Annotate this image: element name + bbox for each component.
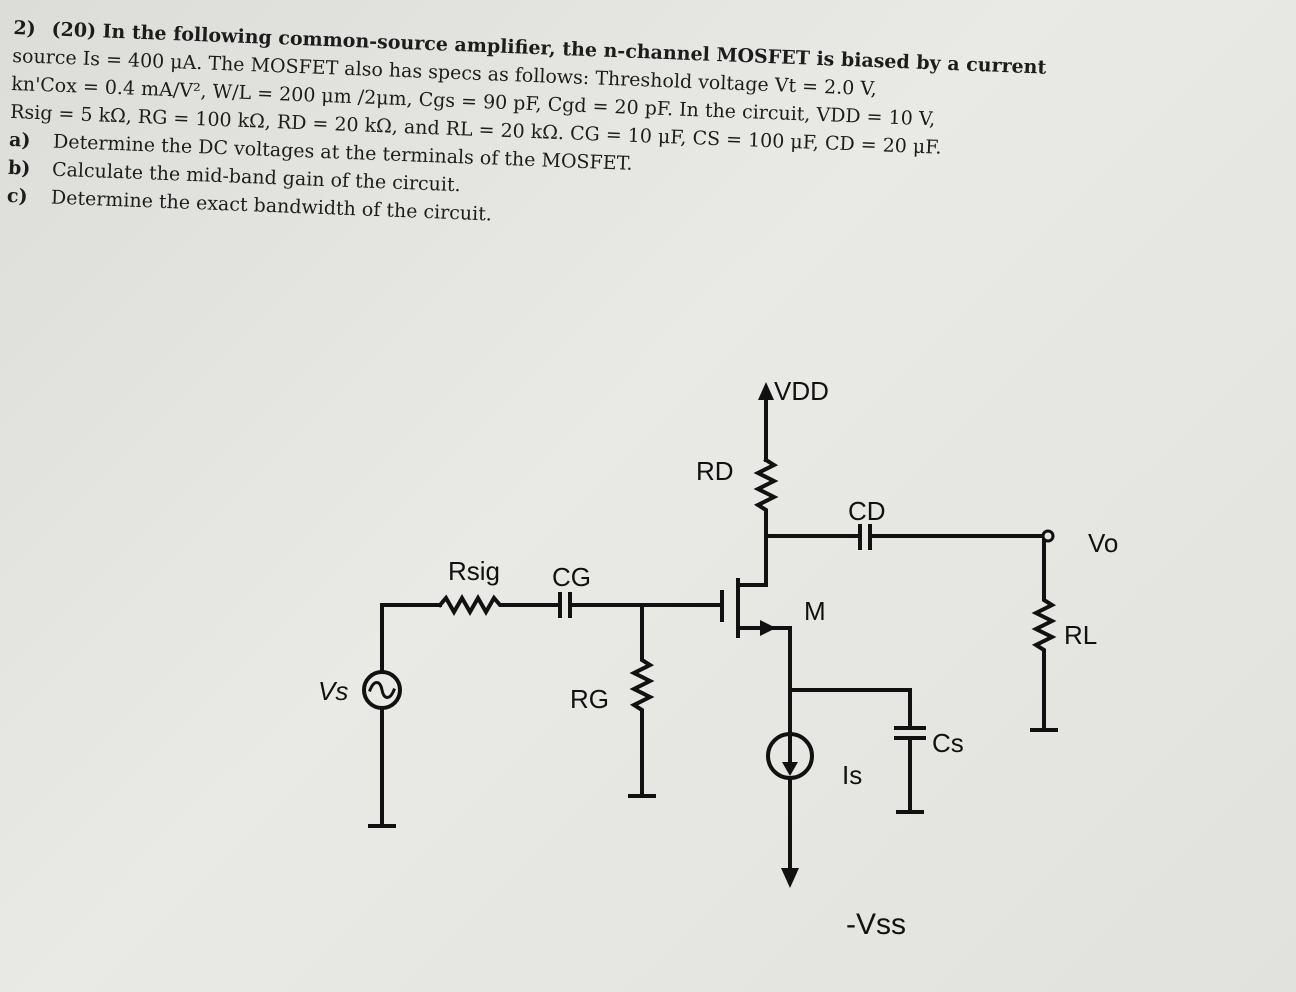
vo-terminal-icon — [1041, 529, 1055, 543]
vo-label: Vo — [1088, 528, 1118, 558]
is-arrow-icon — [782, 762, 798, 776]
vs-sine — [368, 681, 396, 699]
vs-label: Vs — [318, 676, 348, 706]
m-label: M — [804, 596, 826, 626]
rg-label: RG — [570, 684, 609, 714]
rd-resistor — [753, 457, 779, 538]
mosfet-arrow-icon — [760, 620, 776, 636]
vss-label: -Vss — [846, 908, 906, 941]
vss-arrow-icon — [781, 868, 799, 888]
cg-label: CG — [552, 562, 591, 592]
rl-label: RL — [1064, 620, 1097, 650]
rsig-resistor — [437, 593, 562, 617]
rsig-label: Rsig — [448, 556, 500, 586]
mosfet-source-lead — [736, 626, 792, 692]
rg-resistor — [629, 603, 655, 798]
cs-label: Cs — [932, 728, 964, 758]
cd-label: CD — [848, 496, 886, 526]
source-wire — [788, 688, 912, 730]
rl-resistor — [1031, 534, 1057, 732]
vdd-label: VDD — [774, 376, 829, 406]
vdd-arrow-icon — [758, 382, 774, 400]
is-label: Is — [842, 760, 862, 790]
drain-wire — [736, 534, 768, 600]
rd-label: RD — [696, 456, 734, 486]
